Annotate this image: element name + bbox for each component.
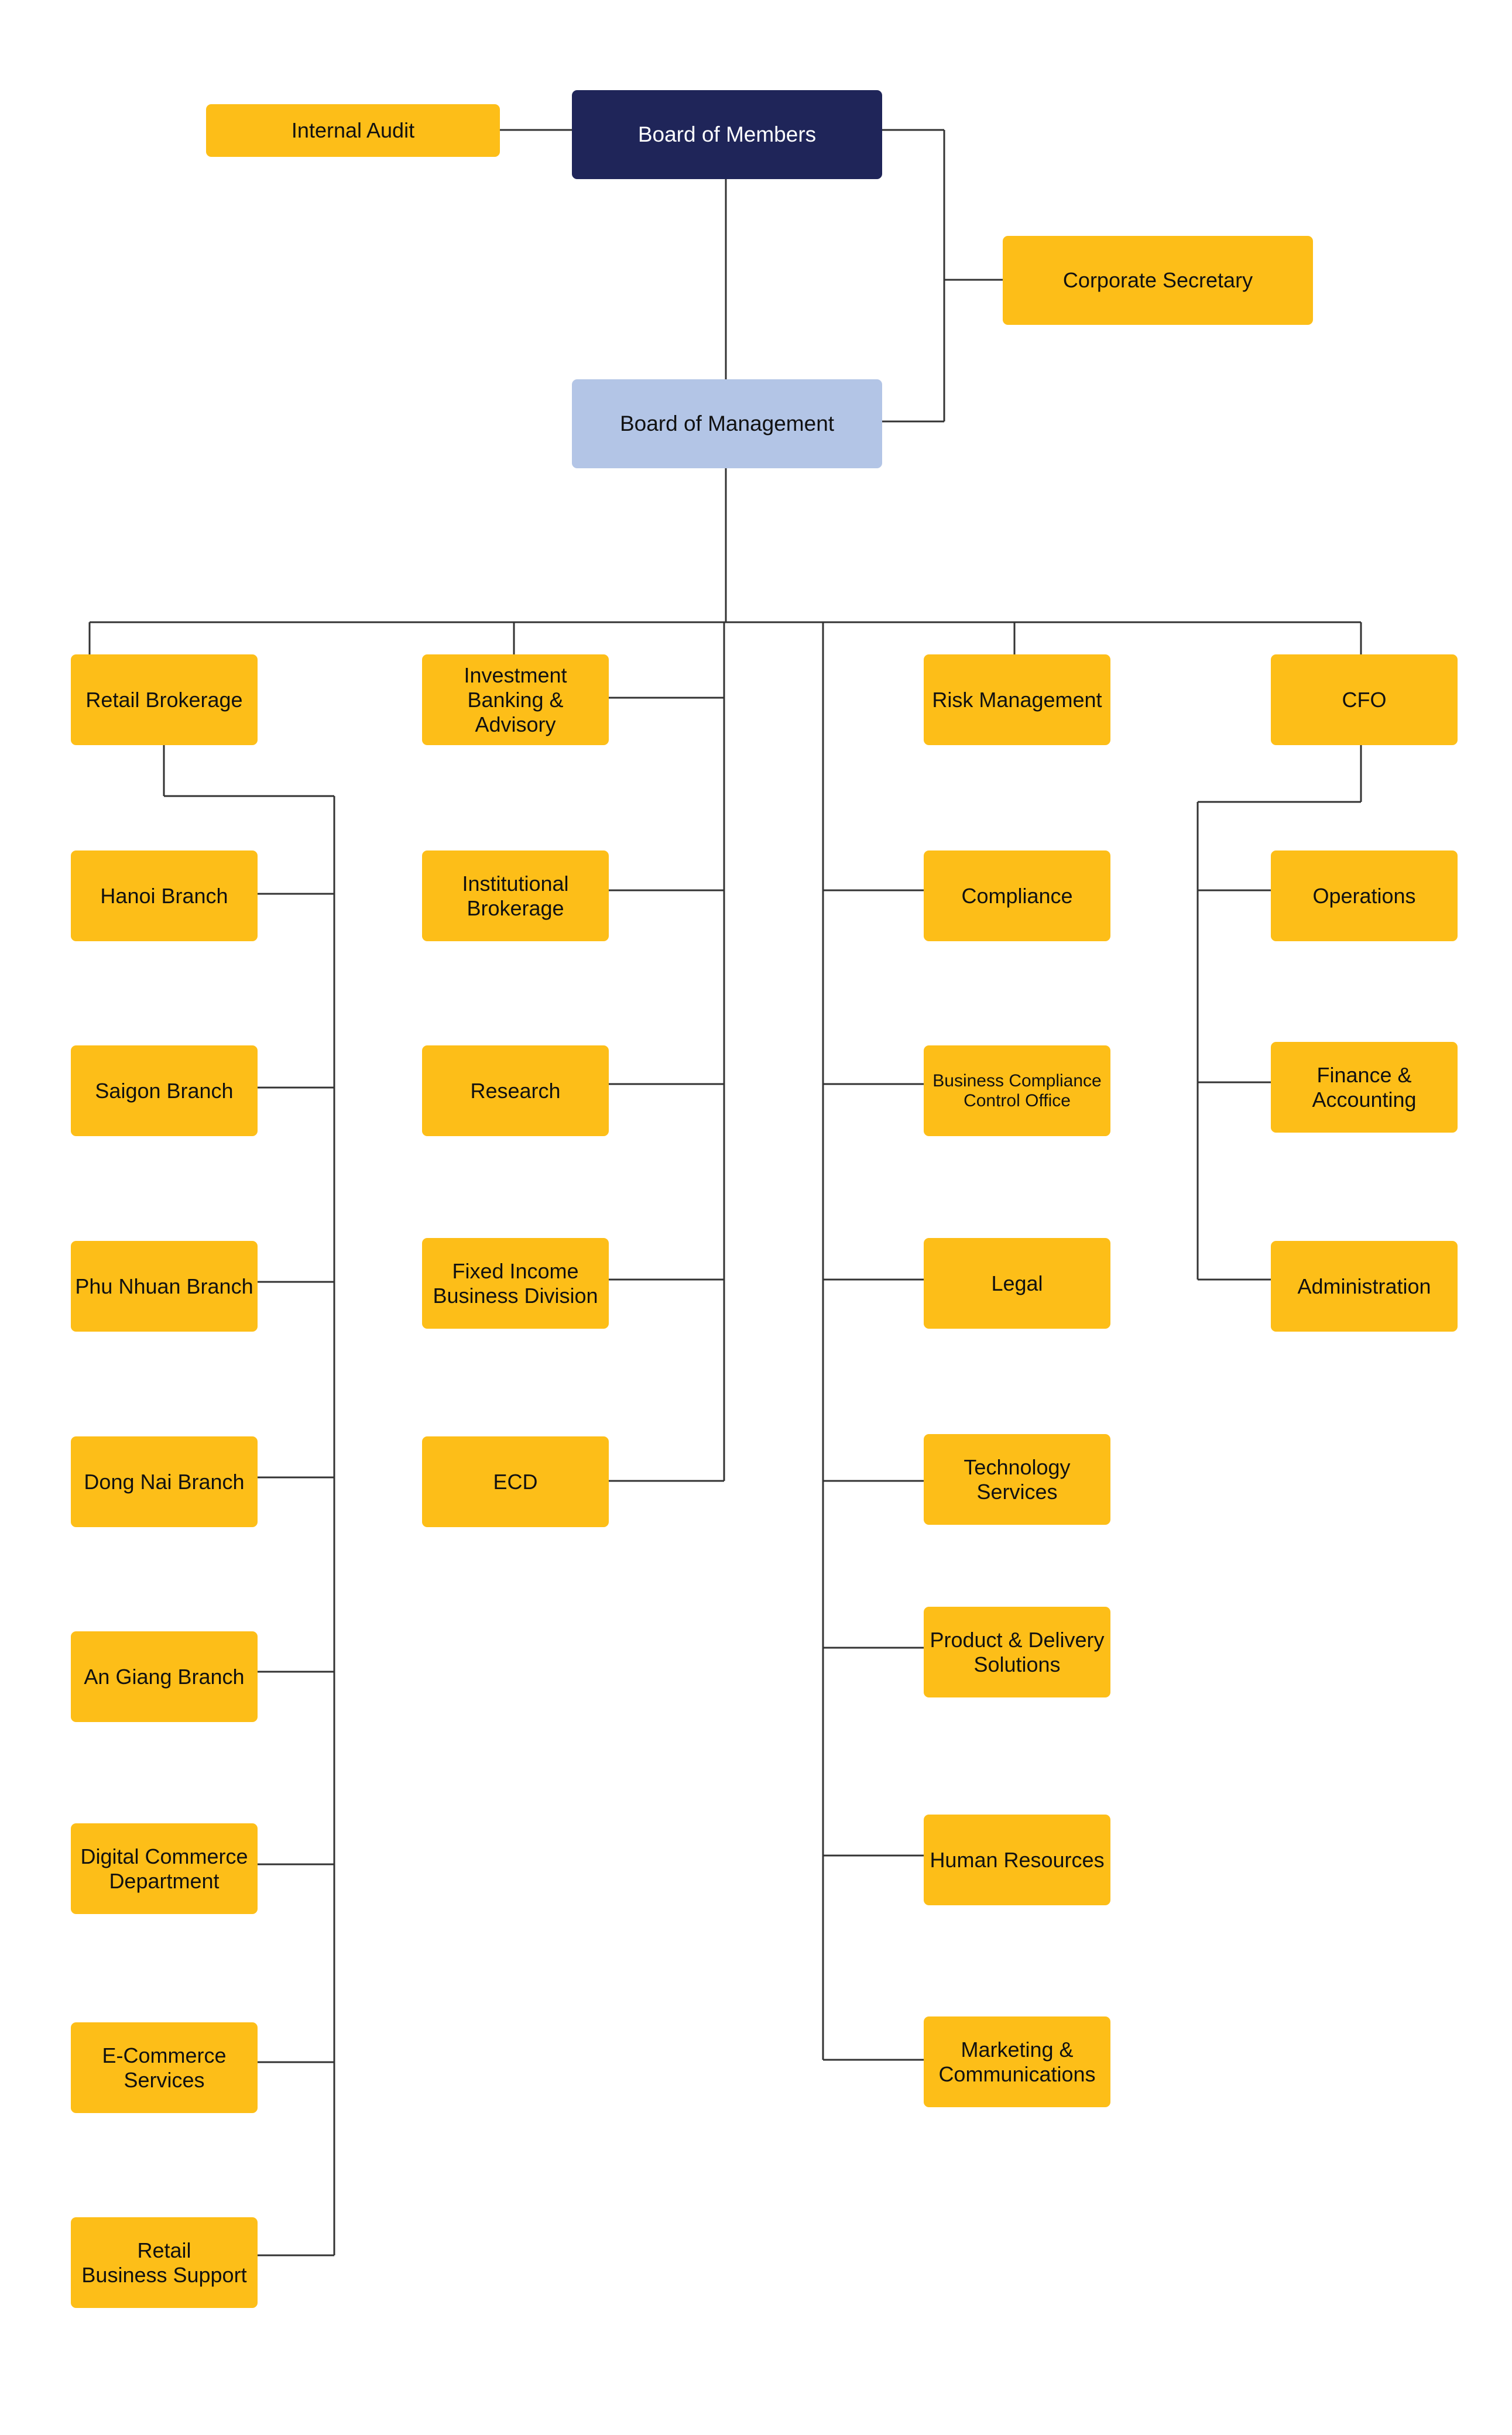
legal-box[interactable]: Legal [924,1238,1110,1329]
digital-commerce-box[interactable]: Digital Commerce Department [71,1823,258,1914]
dong-nai-branch-box[interactable]: Dong Nai Branch [71,1436,258,1527]
risk-management-box[interactable]: Risk Management [924,654,1110,745]
product-delivery-box[interactable]: Product & Delivery Solutions [924,1607,1110,1697]
saigon-branch-box[interactable]: Saigon Branch [71,1045,258,1136]
phu-nhuan-branch-box[interactable]: Phu Nhuan Branch [71,1241,258,1332]
marketing-communications-box[interactable]: Marketing & Communications [924,2016,1110,2107]
internal-audit-box[interactable]: Internal Audit [206,104,500,157]
board-of-members-box[interactable]: Board of Members [572,90,882,179]
institutional-brokerage-box[interactable]: Institutional Brokerage [422,850,609,941]
ecd-box[interactable]: ECD [422,1436,609,1527]
finance-accounting-box[interactable]: Finance & Accounting [1271,1042,1458,1133]
retail-brokerage-box[interactable]: Retail Brokerage [71,654,258,745]
compliance-box[interactable]: Compliance [924,850,1110,941]
retail-business-support-box[interactable]: Retail Business Support [71,2217,258,2308]
hanoi-branch-box[interactable]: Hanoi Branch [71,850,258,941]
e-commerce-services-box[interactable]: E-Commerce Services [71,2022,258,2113]
technology-services-box[interactable]: Technology Services [924,1434,1110,1525]
human-resources-box[interactable]: Human Resources [924,1815,1110,1905]
fixed-income-box[interactable]: Fixed Income Business Division [422,1238,609,1329]
an-giang-branch-box[interactable]: An Giang Branch [71,1631,258,1722]
operations-box[interactable]: Operations [1271,850,1458,941]
corporate-secretary-box[interactable]: Corporate Secretary [1003,236,1313,325]
board-of-management-box[interactable]: Board of Management [572,379,882,468]
business-compliance-control-office-box[interactable]: Business Compliance Control Office [924,1045,1110,1136]
administration-box[interactable]: Administration [1271,1241,1458,1332]
investment-banking-box[interactable]: Investment Banking & Advisory [422,654,609,745]
cfo-box[interactable]: CFO [1271,654,1458,745]
research-box[interactable]: Research [422,1045,609,1136]
